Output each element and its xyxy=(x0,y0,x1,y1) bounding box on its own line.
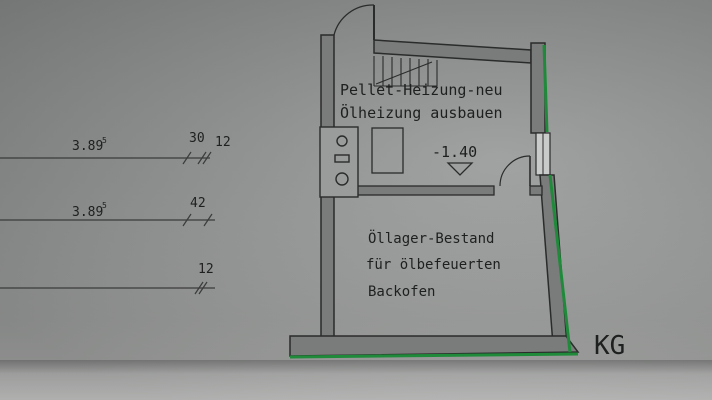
floor-label: KG xyxy=(594,331,625,361)
walls xyxy=(289,34,580,357)
dimension-1-seg1: 30 xyxy=(189,131,205,146)
room-lower-label-2: für ölbefeuerten xyxy=(366,257,501,273)
room-upper-label-1: Pellet-Heizung-neu xyxy=(340,81,503,99)
property-line xyxy=(289,44,579,359)
room-lower-label-3: Backofen xyxy=(368,284,435,300)
staircase xyxy=(373,56,438,87)
paper-fold xyxy=(0,360,712,400)
room-upper-label-2: Ölheizung ausbauen xyxy=(340,103,503,122)
level-value: -1.40 xyxy=(432,143,477,161)
dimension-1-seg2: 12 xyxy=(215,135,231,150)
room-lower-label-1: Öllager-Bestand xyxy=(368,229,494,247)
boiler-unit xyxy=(319,126,404,198)
dimension-3-seg1: 12 xyxy=(198,262,214,277)
dimension-2-sup: 5 xyxy=(102,201,107,210)
level-marker: -1.40 xyxy=(432,143,477,176)
dimension-line-2: 3.89 5 42 xyxy=(0,196,215,227)
dimension-1-value: 3.89 xyxy=(72,139,103,154)
dimension-1-sup: 5 xyxy=(102,136,107,145)
dimension-line-1: 3.89 5 30 12 xyxy=(0,131,231,165)
dimension-2-seg1: 42 xyxy=(190,196,206,211)
entry-door xyxy=(333,4,375,40)
inner-door xyxy=(499,155,531,187)
dimension-line-3: 12 xyxy=(0,262,215,295)
dimension-2-value: 3.89 xyxy=(72,205,103,220)
